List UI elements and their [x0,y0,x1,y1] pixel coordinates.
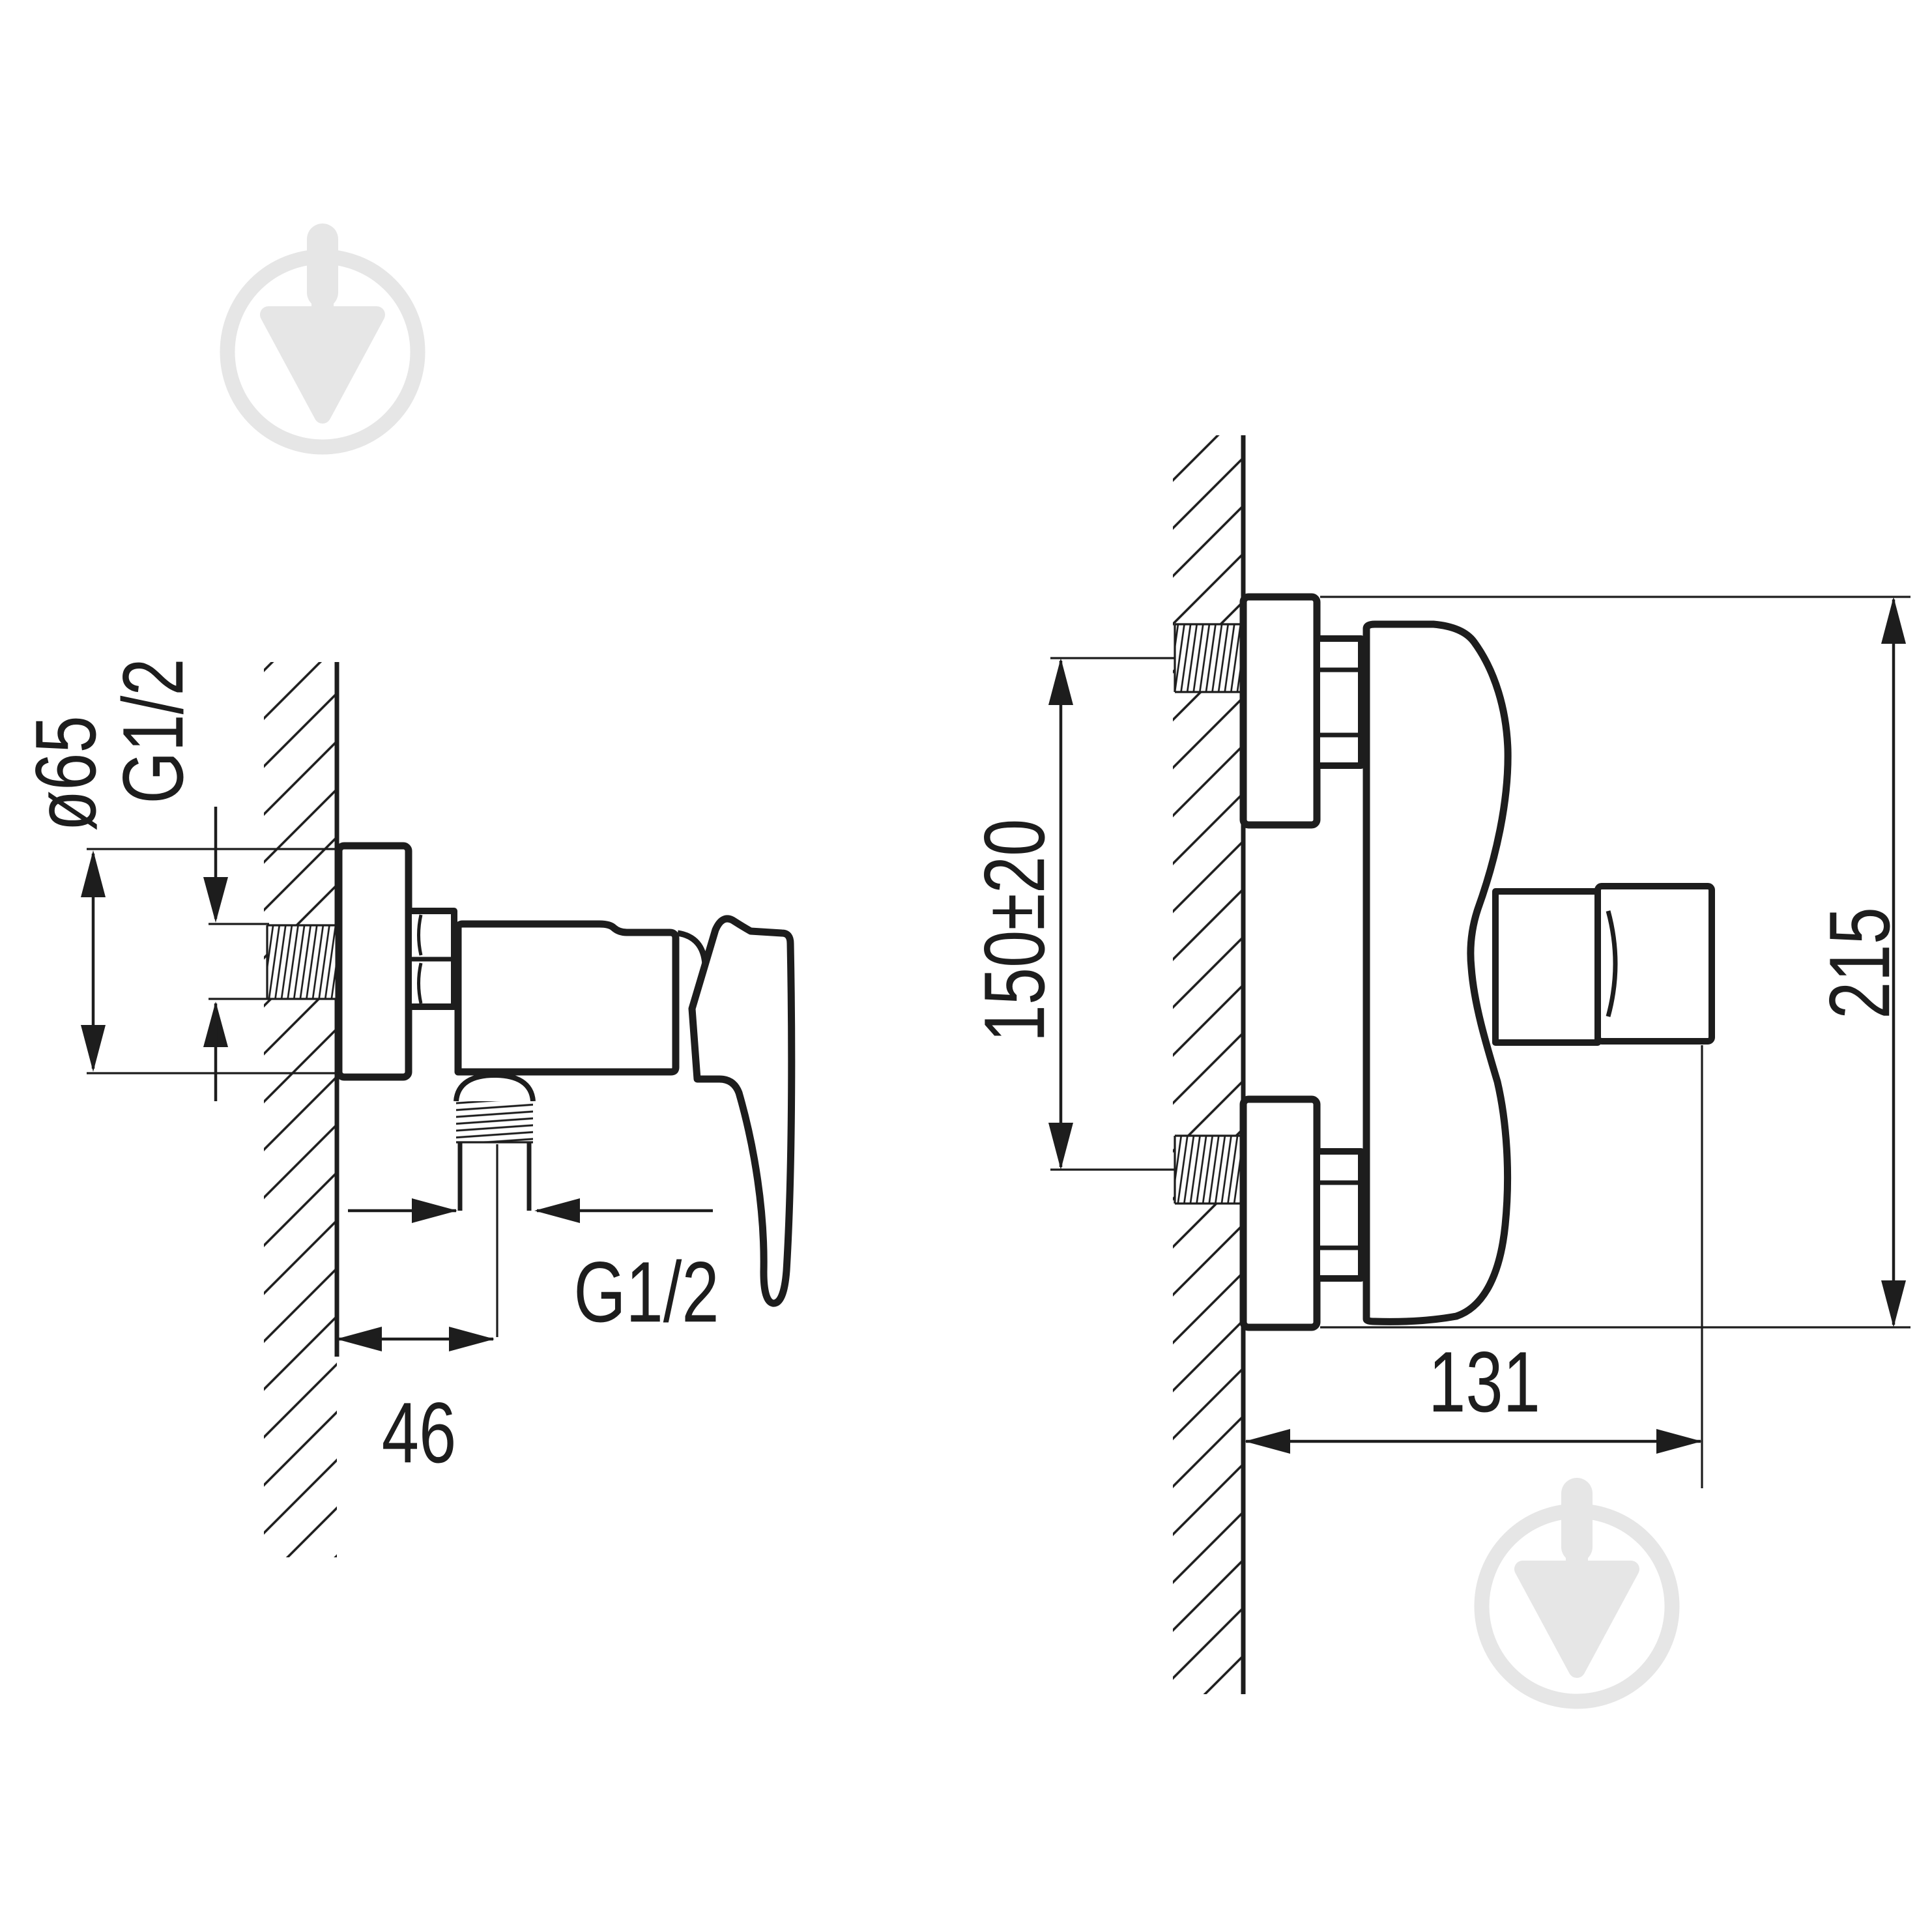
dim-label-outlet-thread: G1/2 [573,1245,719,1340]
dimension-inlet-thread: G1/2 [106,658,269,1101]
lever-handle-front [1492,883,1715,1046]
side-view: ø65 G1/2 G1/2 46 [18,658,796,1557]
wall-section-left [264,662,339,1557]
bottom-escutcheon-flange [1239,1095,1321,1331]
hex-connector-side [405,908,457,1010]
shower-outlet [454,1072,536,1211]
top-hex-nut [1314,635,1364,769]
dim-label-flange-diameter: ø65 [18,715,114,831]
cartridge-cap-seam [677,930,708,965]
inlet-nipple-thread [266,924,337,1000]
mixer-body-front [1362,620,1512,1325]
top-escutcheon-flange [1239,593,1321,829]
dimension-outlet-thread: G1/2 [348,1198,719,1340]
dim-label-inlet-spacing: 150±20 [967,819,1063,1043]
dimension-wall-to-outlet: 46 [336,1144,498,1481]
mixer-body-side [454,920,680,1076]
escutcheon-flange-side [335,842,412,1081]
dimension-flange-diameter: ø65 [18,715,339,1074]
dim-label-inlet-thread: G1/2 [106,658,201,803]
dim-label-overall-width: 131 [1428,1334,1540,1430]
front-view: 150±20 215 131 [967,435,1910,1694]
dimension-overall-height: 215 [1320,596,1910,1329]
top-inlet-stud [1174,623,1243,693]
dim-label-wall-to-outlet: 46 [382,1385,457,1481]
bottom-hex-nut [1314,1148,1364,1282]
dimension-overall-width: 131 [1245,1045,1703,1488]
watermark-top-left [227,223,418,447]
dim-label-overall-height: 215 [1812,907,1908,1019]
dimension-inlet-spacing: 150±20 [967,657,1174,1171]
bottom-inlet-stud [1174,1134,1243,1205]
watermark-bottom-right [1482,1478,1672,1701]
lever-handle-side [688,915,796,1307]
